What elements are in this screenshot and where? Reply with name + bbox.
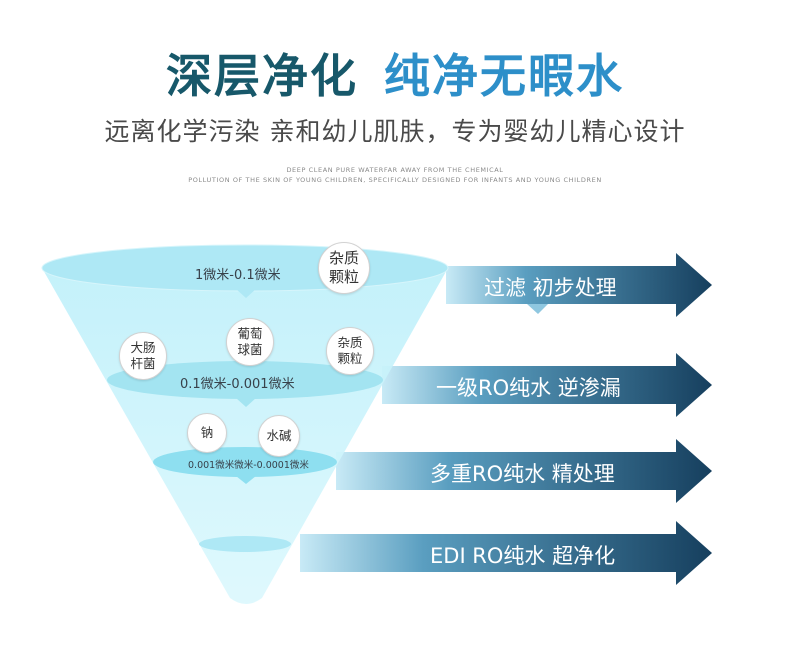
title-part-2: 纯净无暇水 xyxy=(384,49,624,103)
arrow-label-stage-1: 过滤 初步处理 xyxy=(484,276,617,300)
e-coli-bubble: 大肠杆菌 xyxy=(119,332,167,380)
arrow-label-stage-4: EDI RO纯水 超净化 xyxy=(430,544,616,568)
english-tagline-2: POLLUTION OF THE SKIN OF YOUNG CHILDREN,… xyxy=(188,176,602,184)
arrow-label-stage-2: 一级RO纯水 逆渗漏 xyxy=(436,376,621,400)
range-label-stage-1: 1微米-0.1微米 xyxy=(195,268,281,283)
page-title: 深层净化纯净无暇水 xyxy=(0,40,790,106)
funnel-layer-3 xyxy=(153,447,337,477)
arrow-stage-4 xyxy=(300,521,712,585)
arrow-stage-2 xyxy=(382,353,712,417)
english-tagline-1: DEEP CLEAN PURE WATERFAR AWAY FROM THE C… xyxy=(286,166,504,174)
arrow-stage-1 xyxy=(446,253,712,317)
staphylococcus-bubble: 葡萄球菌 xyxy=(226,318,274,366)
sodium-bubble: 钠 xyxy=(187,413,227,453)
impurity-particle-bubble-top: 杂质颗粒 xyxy=(318,242,370,294)
arrow-label-stage-3: 多重RO纯水 精处理 xyxy=(430,462,615,486)
range-label-stage-2: 0.1微米-0.001微米 xyxy=(180,377,295,392)
range-label-stage-3: 0.001微米微米-0.0001微米 xyxy=(188,460,309,471)
title-part-1: 深层净化 xyxy=(166,49,358,103)
page-subtitle: 远离化学污染 亲和幼儿肌肤，专为婴幼儿精心设计 xyxy=(104,117,686,146)
impurity-particle-bubble-mid: 杂质颗粒 xyxy=(326,327,374,375)
funnel-layer-2 xyxy=(107,361,383,399)
scale-bubble: 水碱 xyxy=(258,415,300,457)
arrow-stage-3 xyxy=(336,439,712,503)
funnel-layer-4 xyxy=(199,536,291,552)
